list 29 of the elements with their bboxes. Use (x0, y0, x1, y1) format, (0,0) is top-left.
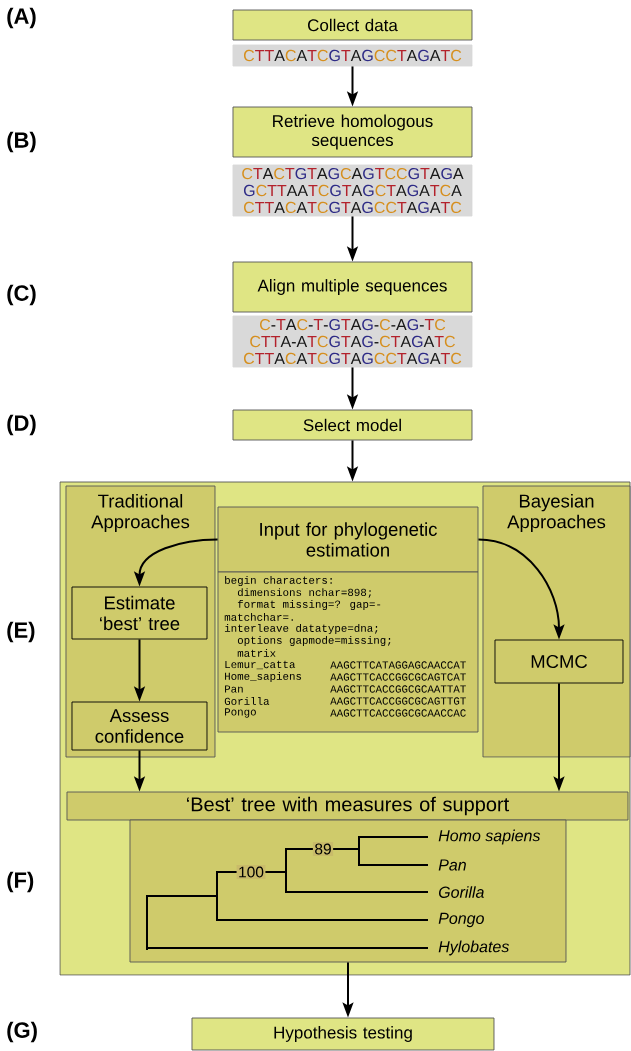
sequence-strip: C-TAC-T-GTAG-C-AG-TC CTTA-ATCGTAG-CTAGATC CTTACATCGTAGCCTAGATC (232, 315, 473, 368)
support-value: 89 (312, 842, 334, 856)
species-label: Homo sapiens (438, 829, 541, 845)
process-box: Estimate ‘best’ tree (71, 586, 208, 640)
stage-letter: (B) (7, 131, 36, 153)
species-label: Hylobates (438, 940, 509, 956)
input-box: Input for phylogenetic estimation (217, 506, 479, 573)
process-box: Assess confidence (71, 701, 208, 751)
process-box: Retrieve homologous sequences (232, 106, 473, 158)
stage-letter: (D) (7, 414, 36, 436)
panel-heading: Bayesian Approaches (507, 494, 606, 532)
panel-heading: Traditional Approaches (91, 494, 190, 532)
stage-letter: (G) (7, 1021, 37, 1043)
process-box: Hypothesis testing (191, 1017, 495, 1051)
stage-letter: (F) (7, 871, 34, 893)
sequence-strip: CTACTGTAGCAGTCCGTAGA GCTTAATCGTAGCTAGATCA CTTACATCGTAGCCTAGATC (232, 164, 473, 217)
process-box: Select model (232, 409, 473, 441)
species-label: Gorilla (439, 886, 484, 898)
species-label: Pan (438, 859, 466, 871)
process-box: MCMC (494, 639, 624, 684)
support-value: 100 (236, 865, 266, 879)
result-bar: ‘Best’ tree with measures of support (66, 791, 629, 821)
stage-letter: (A) (7, 7, 36, 29)
sequence-strip: CTTACATCGTAGCCTAGATC (232, 44, 473, 67)
stage-letter: (C) (7, 284, 36, 306)
process-box: Align multiple sequences (232, 261, 473, 313)
species-label: Pongo (438, 912, 484, 928)
stage-letter: (E) (7, 621, 35, 643)
process-box: Collect data (232, 9, 473, 41)
